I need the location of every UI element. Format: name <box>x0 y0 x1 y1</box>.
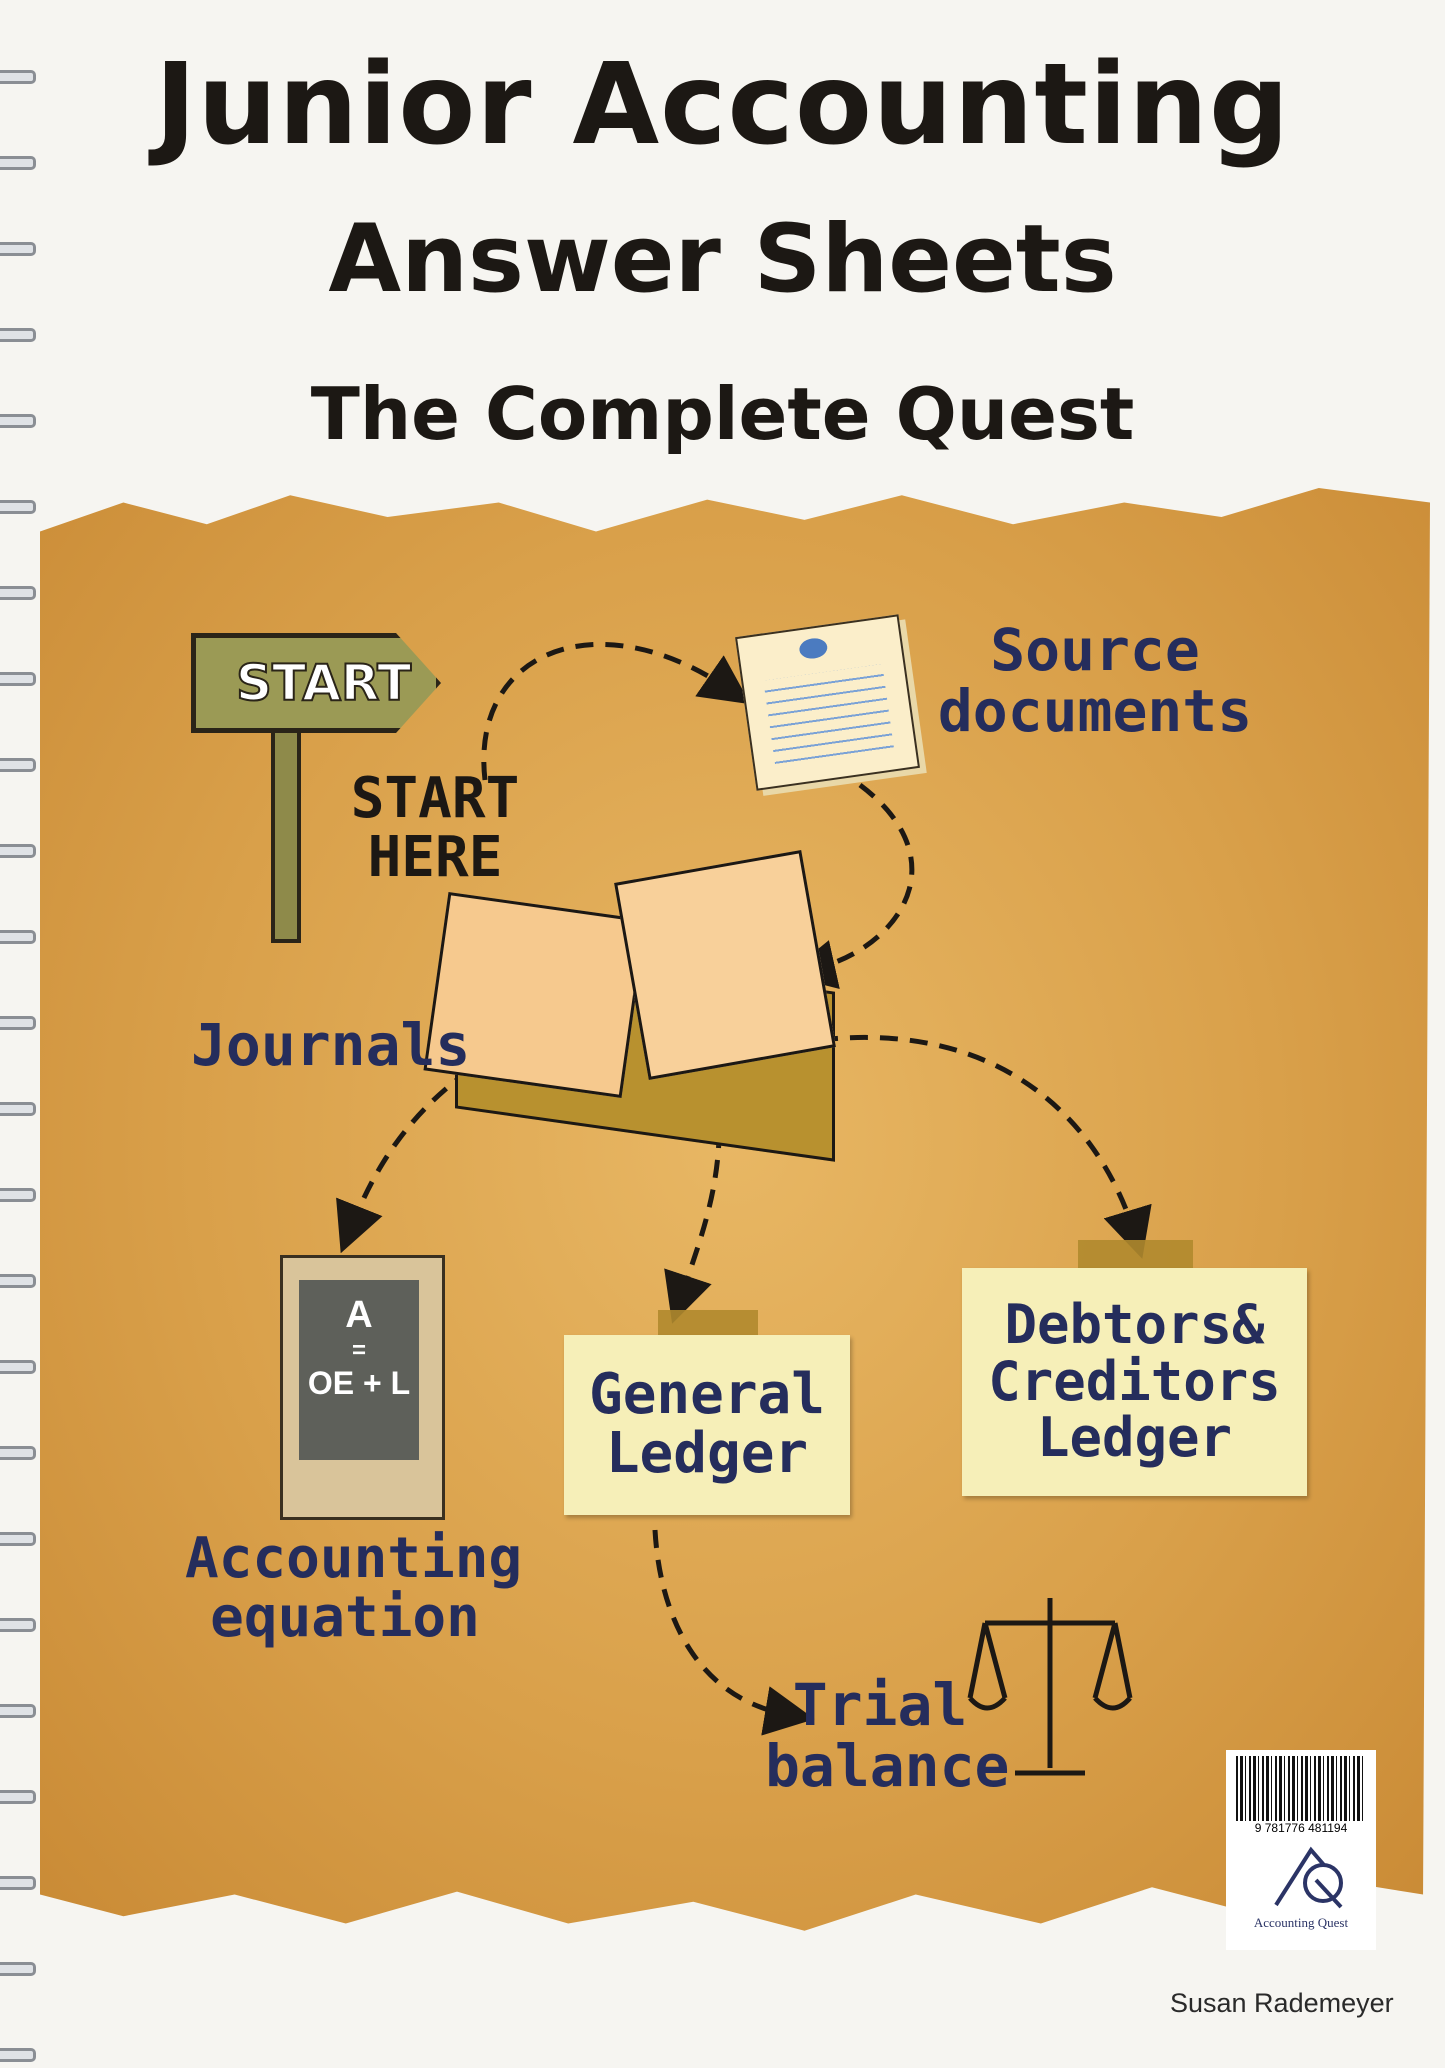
binding-ring <box>0 242 36 256</box>
binding-ring <box>0 586 36 600</box>
arrow-journals-to-debtors <box>819 1034 1152 1259</box>
isbn-text: 9 781776 481194 <box>1254 1821 1348 1835</box>
chalkboard-icon: A = OE + L <box>280 1255 445 1520</box>
binding-ring <box>0 672 36 686</box>
start-sign-text: START <box>235 653 412 713</box>
arrow-journals-to-ledger <box>664 1099 722 1324</box>
title-line-2: Answer Sheets <box>328 205 1117 314</box>
title-line-1: Junior Accounting <box>154 40 1291 170</box>
equation-equals: = <box>351 1337 366 1364</box>
barcode-icon <box>1236 1756 1366 1821</box>
general-ledger-note: General Ledger <box>564 1335 850 1515</box>
publisher-name: Accounting Quest <box>1253 1915 1349 1930</box>
journals-label: Journals <box>191 1011 471 1079</box>
binding-ring <box>0 1618 36 1632</box>
arrow-journals-to-equation <box>336 1067 472 1254</box>
barcode-panel: 9 781776 481194 Accounting Quest <box>1226 1750 1376 1950</box>
binding-ring <box>0 1102 36 1116</box>
binding-ring <box>0 1704 36 1718</box>
binding-ring <box>0 1446 36 1460</box>
scales-of-justice-icon <box>967 1598 1133 1776</box>
source-document-icon <box>735 614 920 791</box>
binding-ring <box>0 1532 36 1546</box>
source-documents-label: Source documents <box>937 616 1253 745</box>
binding-ring <box>0 414 36 428</box>
debtors-creditors-label: Debtors& Creditors Ledger <box>988 1292 1281 1470</box>
binding-ring <box>0 1188 36 1202</box>
author-name: Susan Rademeyer <box>1170 1988 1394 2018</box>
binding-ring <box>0 1876 36 1890</box>
arrow-ledger-to-trial <box>652 1529 815 1736</box>
binding-ring <box>0 70 36 84</box>
open-book-icon <box>423 845 840 1165</box>
subtitle: The Complete Quest <box>310 372 1135 456</box>
binding-ring <box>0 1962 36 1976</box>
binding-ring <box>0 758 36 772</box>
trial-balance-label: Trial balance <box>765 1671 1010 1800</box>
equation-assets: A <box>345 1294 373 1336</box>
binding-ring <box>0 1790 36 1804</box>
binding-ring <box>0 2048 36 2062</box>
binding-ring <box>0 1016 36 1030</box>
binding-ring <box>0 156 36 170</box>
start-here-label: START HERE <box>350 766 520 890</box>
start-signpost-icon: START <box>191 633 451 943</box>
equation-owner-equity-liabilities: OE + L <box>307 1365 411 1401</box>
binding-ring <box>0 1274 36 1288</box>
binding-ring <box>0 500 36 514</box>
accounting-quest-logo <box>1274 1846 1343 1909</box>
binding-ring <box>0 1360 36 1374</box>
debtors-creditors-ledger-note: Debtors& Creditors Ledger <box>962 1268 1307 1496</box>
arrow-start-to-source <box>481 641 751 781</box>
arrow-source-to-journals <box>785 783 915 989</box>
accounting-equation-label: Accounting equation <box>185 1526 523 1650</box>
binding-ring <box>0 930 36 944</box>
binding-ring <box>0 844 36 858</box>
general-ledger-label: General Ledger <box>588 1362 825 1486</box>
binding-ring <box>0 328 36 342</box>
